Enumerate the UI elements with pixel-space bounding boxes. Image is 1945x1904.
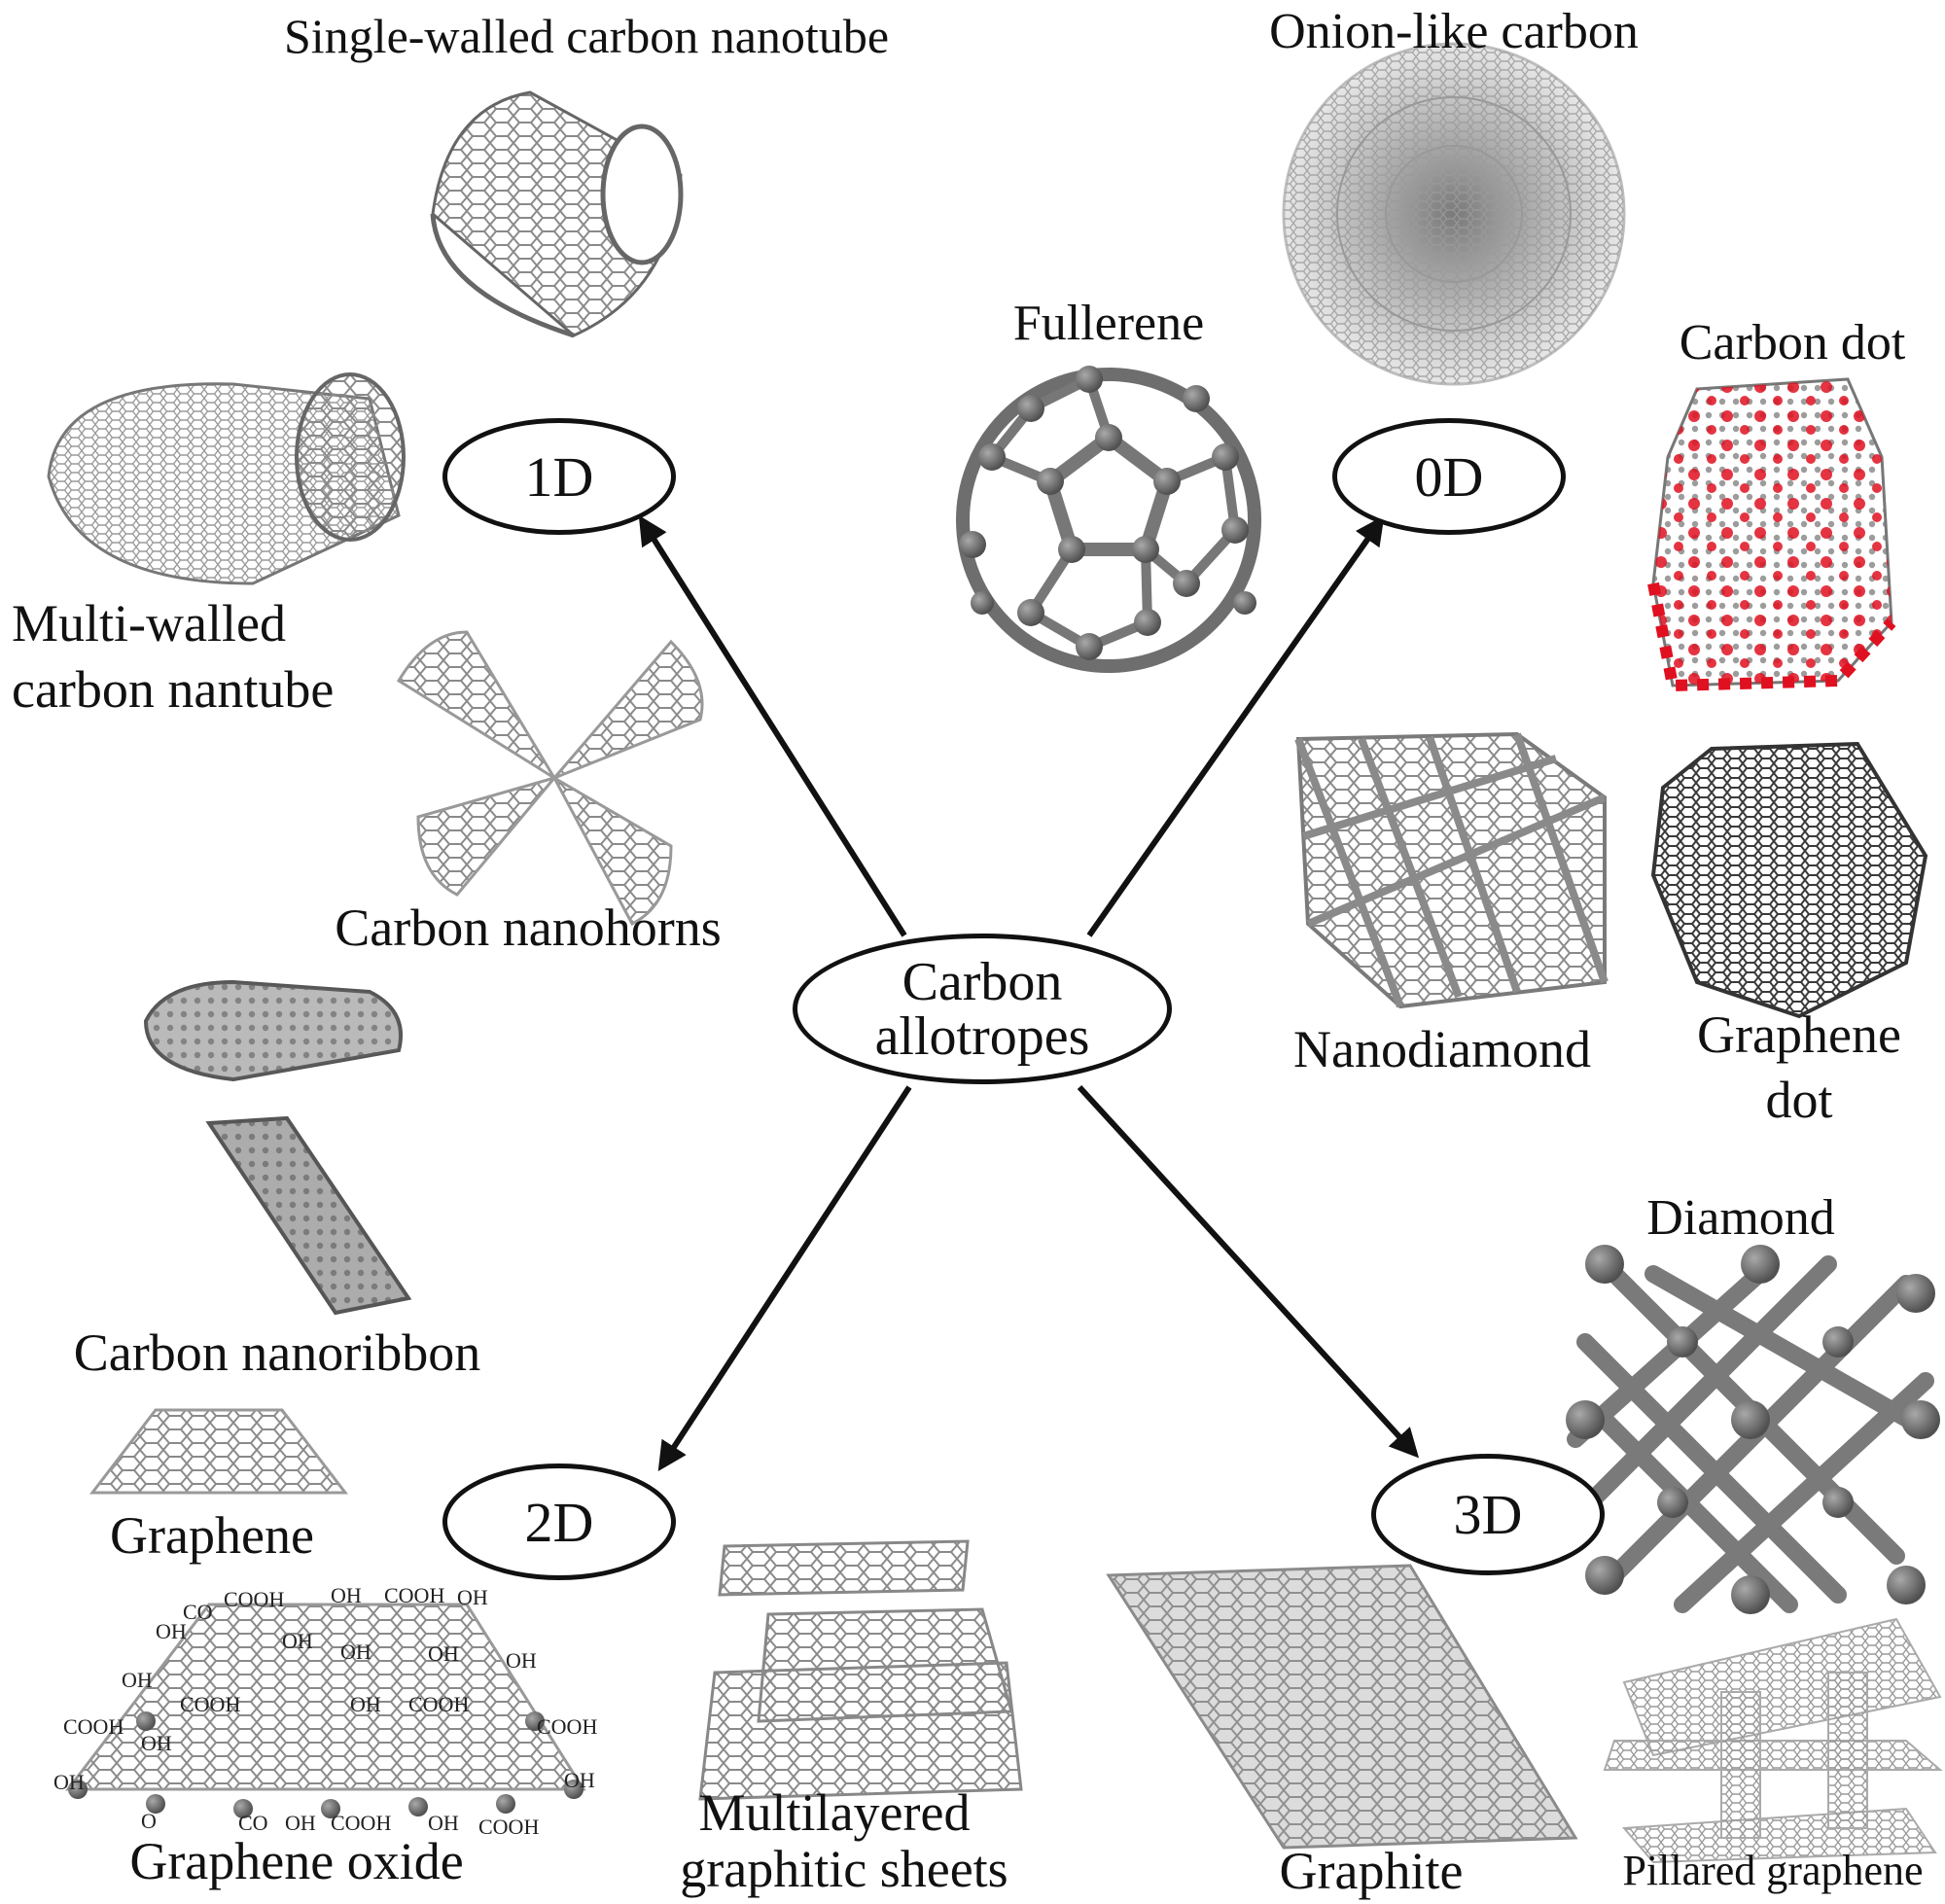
graphite-illustration <box>1106 1564 1578 1850</box>
arrow-to-3d <box>1077 1084 1420 1459</box>
label-mwcnt-2: carbon nantube <box>12 660 335 719</box>
label-diamond: Diamond <box>1646 1190 1835 1246</box>
node-1d: 1D <box>442 418 676 535</box>
nanoribbon-rolled-illustration <box>143 979 403 1082</box>
node-3d: 3D <box>1371 1454 1605 1575</box>
label-nanohorns: Carbon nanohorns <box>335 899 722 957</box>
label-pillared: Pillared graphene <box>1622 1847 1924 1894</box>
go-group: OH <box>428 1811 459 1835</box>
label-swcnt: Single-walled carbon nanotube <box>283 9 890 63</box>
go-group: OH <box>350 1692 381 1716</box>
arrow-to-0d <box>1086 515 1385 937</box>
go-group: OH <box>156 1619 187 1643</box>
go-group: OH <box>340 1640 371 1664</box>
fullerene-illustration <box>956 366 1261 673</box>
multilayer-sheets-illustration <box>698 1539 1023 1801</box>
go-group: COOH <box>224 1587 284 1611</box>
graphene-oxide-illustration <box>64 1603 586 1818</box>
label-graphene-oxide: Graphene oxide <box>129 1832 464 1890</box>
go-group: CO <box>183 1600 213 1624</box>
go-group: COOH <box>63 1714 124 1739</box>
go-group: OH <box>53 1770 85 1794</box>
go-group: COOH <box>478 1815 539 1839</box>
go-group: COOH <box>408 1692 469 1716</box>
arrow-to-2d <box>657 1085 912 1472</box>
go-group: OH <box>285 1811 316 1835</box>
node-2d-label: 2D <box>524 1490 594 1554</box>
node-carbon-allotropes: Carbon allotropes <box>793 934 1172 1084</box>
go-group: CO <box>238 1811 268 1835</box>
label-graphite: Graphite <box>1279 1842 1464 1900</box>
mwcnt-illustration <box>47 372 406 585</box>
node-3d-label: 3D <box>1453 1483 1523 1546</box>
go-group: OH <box>282 1629 313 1653</box>
go-group: OH <box>141 1731 172 1755</box>
go-group: COOH <box>331 1811 391 1835</box>
label-multilayer-2: graphitic sheets <box>680 1840 1008 1898</box>
label-graphene-dot-2: dot <box>1765 1071 1833 1129</box>
graphene-sheet-illustration <box>88 1408 349 1495</box>
label-graphene-dot-1: Graphene <box>1697 1005 1901 1064</box>
swcnt-illustration <box>430 90 684 338</box>
arrow-to-1d <box>638 514 907 937</box>
label-nanoribbon: Carbon nanoribbon <box>73 1323 481 1382</box>
center-line-1: Carbon <box>902 951 1063 1012</box>
node-0d: 0D <box>1332 418 1566 535</box>
arrows <box>638 514 1420 1472</box>
node-2d: 2D <box>442 1463 676 1580</box>
label-mwcnt-1: Multi-walled <box>12 594 286 652</box>
diamond-lattice-illustration <box>1566 1245 1940 1614</box>
graphene-dot-illustration <box>1650 741 1928 1019</box>
carbon-dot-illustration <box>1647 377 1896 692</box>
go-group: COOH <box>180 1692 240 1716</box>
go-group: OH <box>564 1768 595 1792</box>
pillared-graphene-illustration <box>1603 1617 1943 1864</box>
label-graphene: Graphene <box>110 1506 314 1565</box>
go-group: OH <box>428 1641 459 1666</box>
go-group: COOH <box>537 1714 597 1739</box>
label-onion: Onion-like carbon <box>1269 4 1639 59</box>
go-functional-groups: CO COOH OH COOH OH OH OH OH OH OH OH COO… <box>53 1583 597 1839</box>
go-group: OH <box>457 1585 488 1609</box>
onion-carbon-illustration <box>1282 42 1626 386</box>
label-nanodiamond: Nanodiamond <box>1293 1020 1591 1078</box>
nanodiamond-illustration <box>1294 731 1609 1009</box>
go-group: OH <box>331 1583 362 1607</box>
nanohorns-illustration <box>396 630 704 926</box>
label-carbon-dot: Carbon dot <box>1679 315 1906 370</box>
go-group: OH <box>122 1668 153 1692</box>
label-fullerene: Fullerene <box>1012 296 1205 351</box>
go-group: OH <box>506 1648 537 1673</box>
go-group: COOH <box>384 1583 444 1607</box>
node-0d-label: 0D <box>1414 444 1484 509</box>
nanoribbon-flat-illustration <box>205 1115 412 1316</box>
label-multilayer-1: Multilayered <box>698 1783 971 1842</box>
center-line-2: allotropes <box>874 1005 1090 1067</box>
go-group: O <box>141 1809 157 1833</box>
node-1d-label: 1D <box>524 444 594 509</box>
